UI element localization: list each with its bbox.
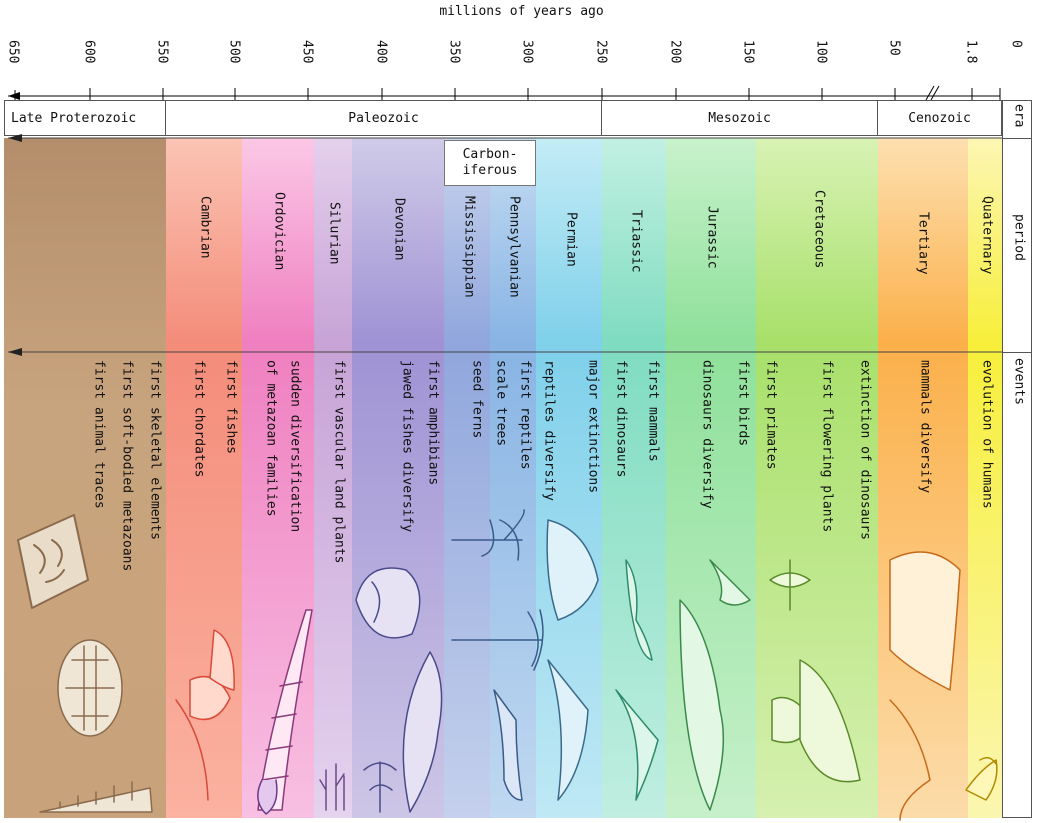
human-icon	[966, 758, 997, 800]
amphibian-icon	[403, 652, 441, 812]
flower-icon	[770, 560, 810, 610]
dinosaur-icon	[800, 660, 860, 782]
dinosaur-icon	[680, 600, 723, 810]
tree-icon	[452, 510, 543, 670]
shell-cone-fossil-icon	[40, 782, 152, 812]
lizard-icon	[494, 690, 522, 800]
plant-icon	[320, 764, 344, 810]
mammal-icon	[890, 552, 960, 820]
trace-fossil-icon	[18, 515, 88, 608]
tree-icon	[364, 762, 396, 812]
jellyfish-fossil-icon	[58, 640, 122, 736]
fish-fossil-icon	[176, 630, 234, 800]
bird-icon	[710, 560, 750, 605]
fish-jaw-icon	[356, 568, 420, 638]
dinosaur-icon	[616, 560, 658, 800]
reptile-icon	[547, 520, 598, 800]
